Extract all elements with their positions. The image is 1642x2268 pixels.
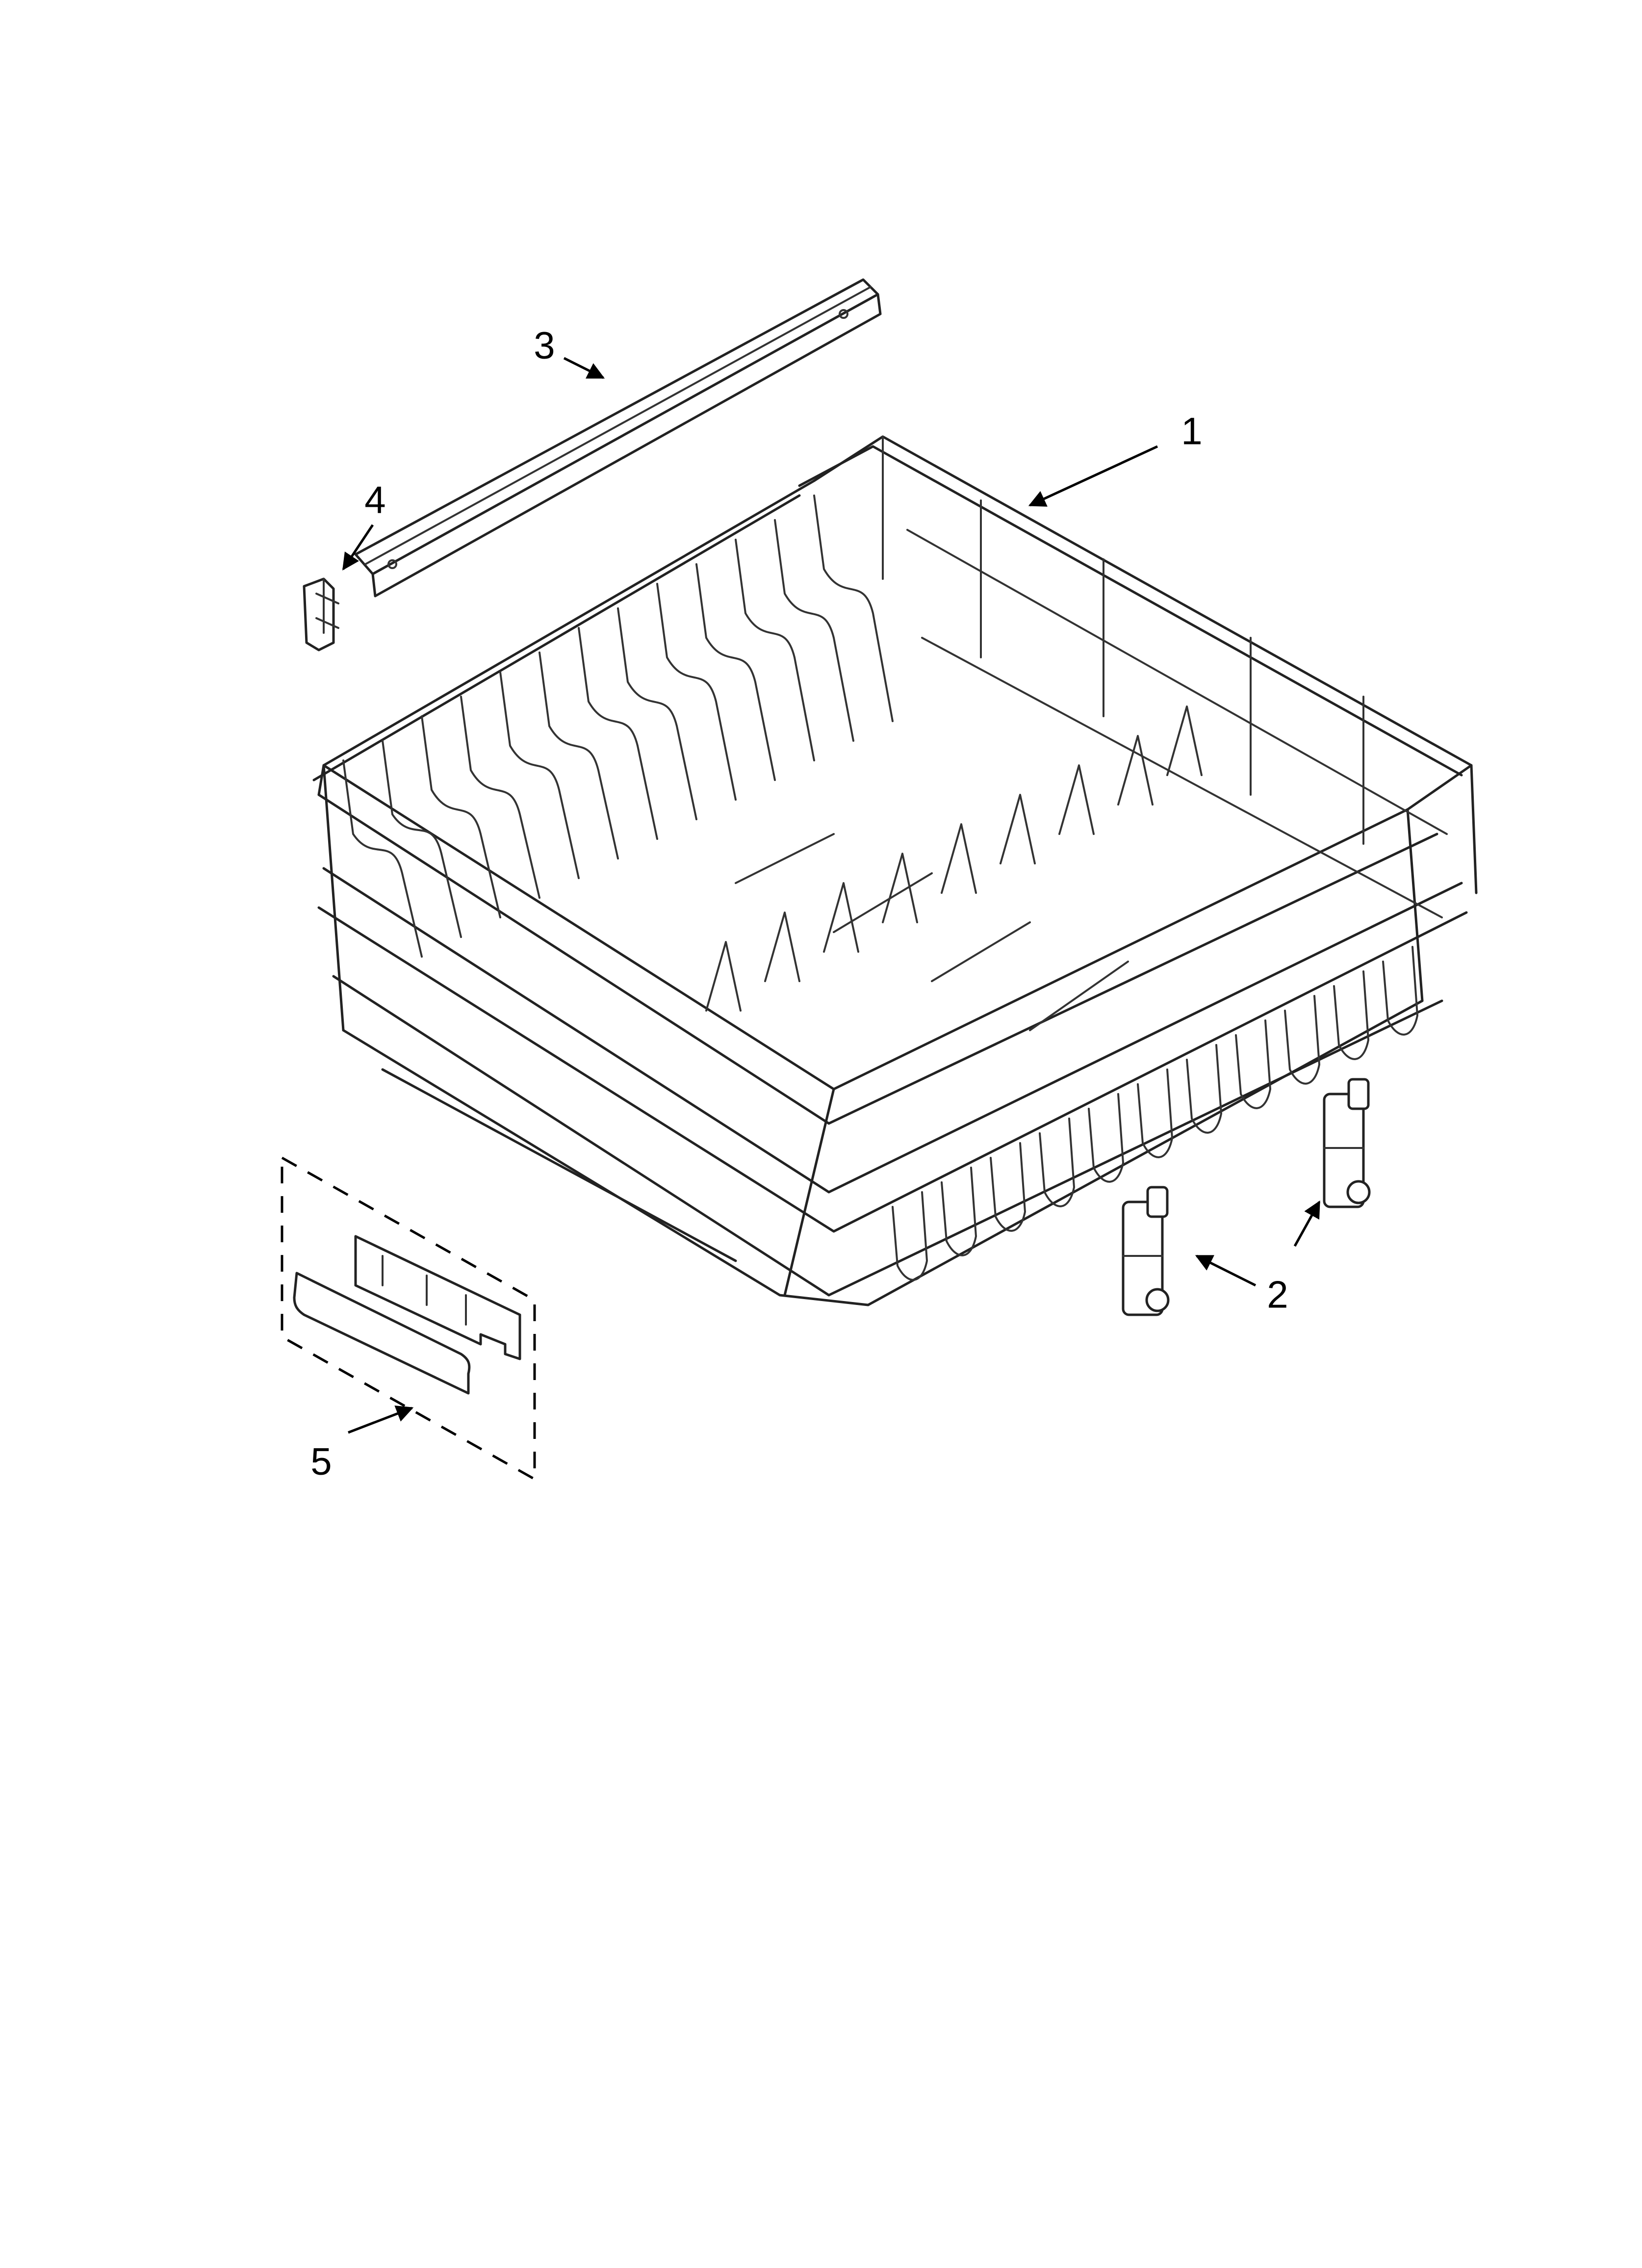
callout-arrow-5 <box>348 1405 414 1434</box>
callout-arrow-1 <box>1028 445 1158 507</box>
rack-peaks <box>705 705 1203 1031</box>
dish-rack-part <box>312 435 1478 1306</box>
rack-tines <box>342 495 894 958</box>
rail-part <box>354 278 882 598</box>
handle-kit-part <box>281 1156 536 1482</box>
callout-4: 4 <box>364 478 385 521</box>
callout-5: 5 <box>310 1440 332 1483</box>
callout-1: 1 <box>1181 410 1202 453</box>
callout-arrow-3 <box>563 357 605 379</box>
callout-arrow-2b <box>1293 1200 1321 1247</box>
roller-part-left <box>1122 1186 1170 1316</box>
callout-arrow-4 <box>342 524 374 571</box>
callout-3: 3 <box>534 324 555 367</box>
callout-2: 2 <box>1267 1273 1288 1316</box>
end-cap-part <box>303 577 339 652</box>
callout-arrow-2a <box>1195 1254 1257 1287</box>
rack-front-tines <box>892 946 1418 1281</box>
roller-part-right <box>1323 1078 1371 1208</box>
